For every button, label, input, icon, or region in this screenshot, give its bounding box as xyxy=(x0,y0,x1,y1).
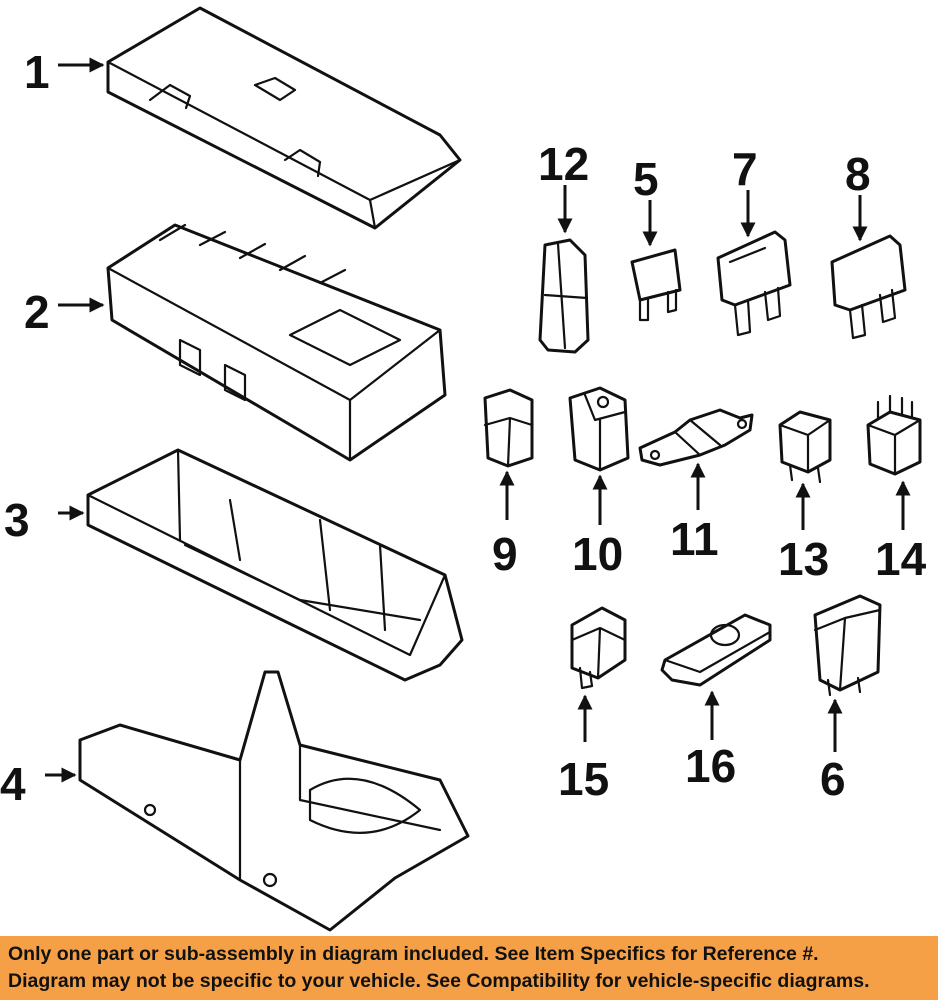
callout-4: 4 xyxy=(0,758,26,810)
callout-11: 11 xyxy=(670,513,719,565)
disclaimer-banner: Only one part or sub-assembly in diagram… xyxy=(0,936,938,1000)
callout-15: 15 xyxy=(558,753,609,805)
part-1-cover xyxy=(106,6,462,230)
part-3-tray xyxy=(86,448,464,682)
part-15-fuse xyxy=(570,606,627,690)
callout-5: 5 xyxy=(633,153,659,205)
callout-9: 9 xyxy=(492,528,518,580)
part-7-maxi-fuse xyxy=(716,230,792,337)
part-9-relay-block xyxy=(483,388,534,468)
callout-10: 10 xyxy=(572,528,623,580)
callout-6: 6 xyxy=(820,753,846,805)
disclaimer-line-2: Diagram may not be specific to your vehi… xyxy=(8,970,870,992)
part-16-fuse-link xyxy=(660,613,772,687)
part-12-connector xyxy=(538,238,590,354)
fuse-box-exploded-diagram: 1 2 3 4 12 5 xyxy=(0,6,927,932)
callout-13: 13 xyxy=(778,533,829,585)
part-6-fuse xyxy=(813,594,882,697)
part-13-relay xyxy=(778,410,832,484)
part-4-bracket xyxy=(78,670,470,932)
part-10-fuse-holder xyxy=(568,386,630,472)
part-11-bolt-in-fuse xyxy=(638,408,754,467)
part-5-mini-fuse xyxy=(630,248,682,322)
part-8-maxi-fuse xyxy=(830,234,907,340)
callout-2: 2 xyxy=(24,286,50,338)
callout-16: 16 xyxy=(685,740,736,792)
callout-1: 1 xyxy=(24,46,50,98)
callout-3: 3 xyxy=(4,494,30,546)
callout-7: 7 xyxy=(732,143,758,195)
disclaimer-line-1: Only one part or sub-assembly in diagram… xyxy=(8,943,819,965)
part-2-housing xyxy=(106,223,447,462)
callout-14: 14 xyxy=(875,533,927,585)
part-14-relay xyxy=(866,394,922,476)
callout-12: 12 xyxy=(538,138,589,190)
callout-8: 8 xyxy=(845,148,871,200)
